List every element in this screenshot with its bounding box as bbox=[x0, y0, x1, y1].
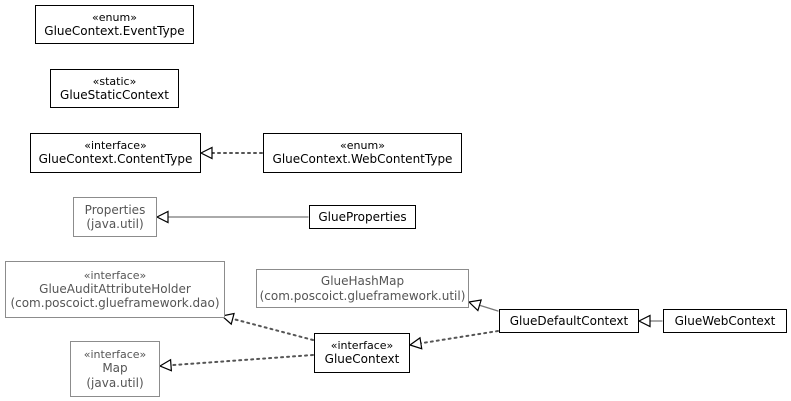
realization-line bbox=[169, 354, 314, 367]
class-stereotype: «static» bbox=[92, 74, 137, 88]
class-name: GlueProperties bbox=[318, 209, 407, 224]
class-package: (com.poscoict.glueframework.dao) bbox=[10, 296, 220, 311]
class-box-properties: Properties(java.util) bbox=[73, 197, 157, 237]
class-box-web-content-type: «enum»GlueContext.WebContentType bbox=[263, 133, 462, 173]
class-name: GlueContext bbox=[324, 352, 400, 367]
class-name: GlueAuditAttributeHolder bbox=[39, 281, 191, 296]
class-name: GlueHashMap bbox=[320, 274, 405, 289]
class-name: Map bbox=[102, 361, 128, 376]
hollow-triangle-arrowhead bbox=[155, 210, 169, 224]
class-name: GlueContext.ContentType bbox=[38, 152, 193, 167]
class-package: (com.poscoict.glueframework.util) bbox=[259, 288, 466, 303]
class-box-glue-hash-map: GlueHashMap(com.poscoict.glueframework.u… bbox=[256, 269, 469, 308]
class-name: GlueDefaultContext bbox=[509, 313, 629, 328]
class-box-map: «interface»Map(java.util) bbox=[70, 341, 160, 397]
class-stereotype: «interface» bbox=[84, 139, 147, 153]
edge-web-content-type-to-content-type bbox=[199, 146, 263, 160]
edge-web-ctx-to-default-ctx bbox=[637, 314, 663, 328]
class-name: GlueStaticContext bbox=[60, 87, 169, 102]
class-name: GlueWebContext bbox=[674, 313, 776, 328]
class-name: GlueContext.EventType bbox=[44, 23, 185, 38]
class-stereotype: «interface» bbox=[330, 339, 394, 353]
class-box-static-ctx: «static»GlueStaticContext bbox=[50, 69, 179, 108]
class-package: (java.util) bbox=[86, 217, 144, 231]
class-box-glue-context: «interface»GlueContext bbox=[314, 333, 410, 373]
class-name: GlueContext.WebContentType bbox=[272, 152, 453, 167]
class-stereotype: «enum» bbox=[340, 139, 385, 153]
class-package: (java.util) bbox=[86, 375, 144, 390]
hollow-triangle-arrowhead bbox=[408, 336, 423, 350]
edge-default-ctx-to-glue-hash-map bbox=[467, 299, 499, 312]
class-box-default-ctx: GlueDefaultContext bbox=[499, 309, 639, 333]
edge-default-ctx-to-glue-context bbox=[408, 330, 499, 350]
edge-glue-context-to-audit-holder bbox=[220, 312, 314, 341]
class-stereotype: «interface» bbox=[83, 348, 147, 362]
class-box-content-type: «interface»GlueContext.ContentType bbox=[30, 133, 201, 173]
class-stereotype: «enum» bbox=[92, 10, 137, 24]
hollow-triangle-arrowhead bbox=[467, 299, 482, 312]
hollow-triangle-arrowhead bbox=[158, 358, 173, 372]
edge-glue-properties-to-properties bbox=[155, 210, 309, 224]
realization-line bbox=[419, 330, 499, 345]
class-name: Properties bbox=[84, 202, 146, 217]
class-box-audit-holder: «interface»GlueAuditAttributeHolder(com.… bbox=[5, 261, 225, 318]
hollow-triangle-arrowhead bbox=[637, 314, 651, 328]
class-box-web-ctx: GlueWebContext bbox=[663, 309, 787, 333]
class-box-glue-properties: GlueProperties bbox=[309, 205, 416, 229]
class-stereotype: «interface» bbox=[83, 268, 147, 282]
realization-line bbox=[231, 317, 314, 341]
edge-glue-context-to-map bbox=[158, 354, 314, 372]
class-box-event-type: «enum»GlueContext.EventType bbox=[35, 5, 194, 44]
hollow-triangle-arrowhead bbox=[199, 146, 213, 160]
hollow-triangle-arrowhead bbox=[220, 312, 235, 326]
generalization-line bbox=[478, 304, 499, 312]
